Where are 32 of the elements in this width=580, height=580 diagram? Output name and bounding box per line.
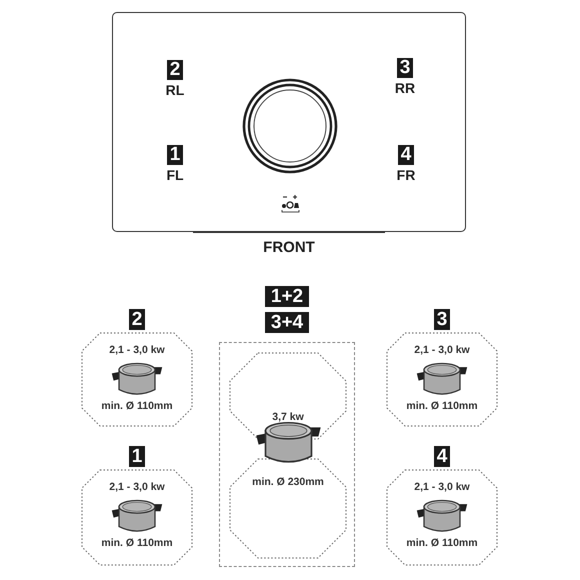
zone-number-badge: 3+4 <box>265 312 309 333</box>
zone-spec-text: 2,1 - 3,0 kw <box>413 344 471 357</box>
zone-number-badge: 1 <box>167 145 183 165</box>
zone-number-badge: 4 <box>398 145 414 165</box>
zone-outline <box>230 459 346 558</box>
zone-spec-text: min. Ø 110mm <box>405 400 479 413</box>
zone-spec-text: min. Ø 110mm <box>100 537 174 550</box>
bridge-zone-outline <box>219 342 355 567</box>
front-label: FRONT <box>262 239 316 257</box>
zone-number-badge: 4 <box>434 446 450 467</box>
zone-outline <box>230 353 346 439</box>
zone-spec-text: min. Ø 230mm <box>251 476 325 489</box>
zone-number-badge: 1+2 <box>265 286 309 307</box>
zone-number-badge: 3 <box>397 58 413 78</box>
zone-position-label: FR <box>396 167 416 184</box>
zone-position-label: RL <box>164 82 186 99</box>
zone-number-badge: 2 <box>167 60 183 80</box>
zone-number-badge: 1 <box>129 446 145 467</box>
zone-spec-text: min. Ø 110mm <box>100 400 174 413</box>
zone-spec-text: 2,1 - 3,0 kw <box>108 344 166 357</box>
zone-number-badge: 2 <box>129 309 145 330</box>
zone-position-label: RR <box>394 80 416 97</box>
zone-outline <box>82 333 192 426</box>
zone-spec-text: 2,1 - 3,0 kw <box>108 481 166 494</box>
zone-spec-text: 2,1 - 3,0 kw <box>413 481 471 494</box>
zone-spec-text: min. Ø 110mm <box>405 537 479 550</box>
zone-position-label: FL <box>165 167 185 184</box>
zone-outline <box>82 470 192 565</box>
zone-outline <box>387 470 497 565</box>
zone-spec-text: 3,7 kw <box>271 411 305 424</box>
zone-outline <box>387 333 497 426</box>
zone-number-badge: 3 <box>434 309 450 330</box>
